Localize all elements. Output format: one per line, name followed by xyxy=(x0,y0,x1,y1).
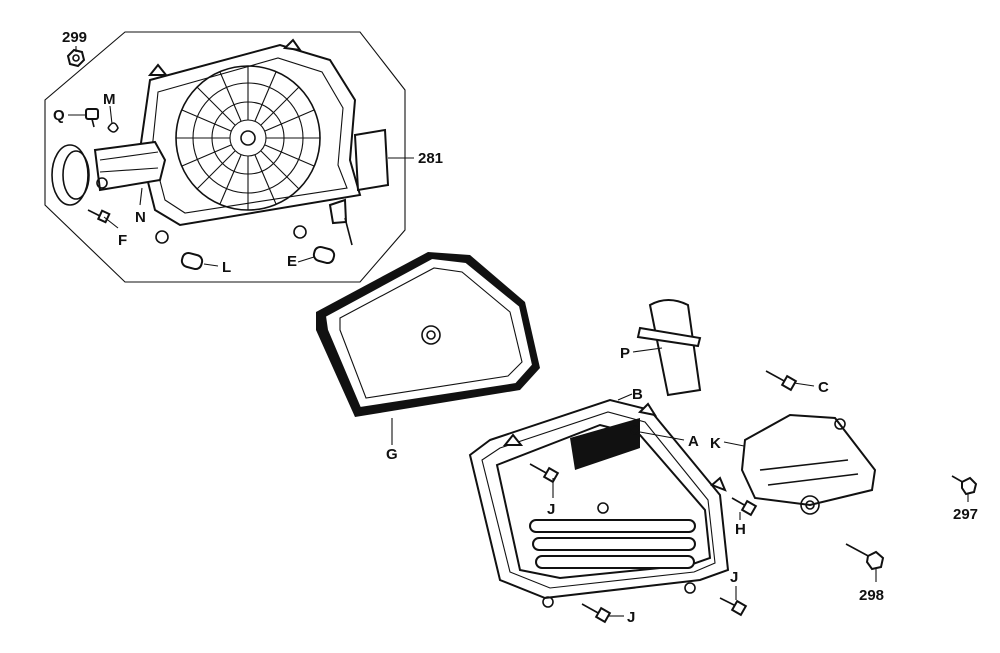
intake-duct-clamp xyxy=(51,140,167,206)
drain-tube-p xyxy=(636,299,702,397)
collar-e-part xyxy=(312,245,336,265)
label-a: A xyxy=(688,433,699,450)
part-labels: 299 Q M 281 N F L E G P B A K C J H J J … xyxy=(53,29,978,626)
label-281: 281 xyxy=(418,150,443,167)
label-298: 298 xyxy=(859,587,884,604)
label-e: E xyxy=(287,253,297,270)
screw-f-part xyxy=(87,209,111,224)
label-f: F xyxy=(118,232,127,249)
label-297: 297 xyxy=(953,506,978,523)
label-j-2: J xyxy=(627,609,635,626)
label-g: G xyxy=(386,446,398,463)
collar-l-part xyxy=(180,251,204,271)
assembly-281-frame xyxy=(44,31,406,283)
bolt-298-part xyxy=(845,543,885,571)
label-b: B xyxy=(632,386,643,403)
bolt-q-part xyxy=(85,108,99,128)
screw-c-part xyxy=(765,370,798,392)
screw-j1-part xyxy=(529,463,560,484)
label-n: N xyxy=(135,209,146,226)
screw-h-part xyxy=(731,497,758,517)
label-299: 299 xyxy=(62,29,87,46)
label-m: M xyxy=(103,91,116,108)
screw-j2-part xyxy=(581,603,612,624)
label-l: L xyxy=(222,259,231,276)
screw-j3-part xyxy=(719,597,748,617)
label-q: Q xyxy=(53,107,65,124)
label-j-3: J xyxy=(730,569,738,586)
label-j-1: J xyxy=(547,501,555,518)
label-h: H xyxy=(735,521,746,538)
air-cleaner-cover-ab xyxy=(468,398,730,608)
leader-lines xyxy=(68,46,969,617)
nut-299-part xyxy=(66,48,86,68)
bolt-297-part xyxy=(951,475,978,496)
side-cover-k xyxy=(740,413,877,515)
label-p: P xyxy=(620,345,630,362)
clip-m-part xyxy=(107,122,119,133)
label-c: C xyxy=(818,379,829,396)
air-filter-element-g xyxy=(316,252,540,417)
label-k: K xyxy=(710,435,721,452)
air-cleaner-case xyxy=(138,38,390,246)
